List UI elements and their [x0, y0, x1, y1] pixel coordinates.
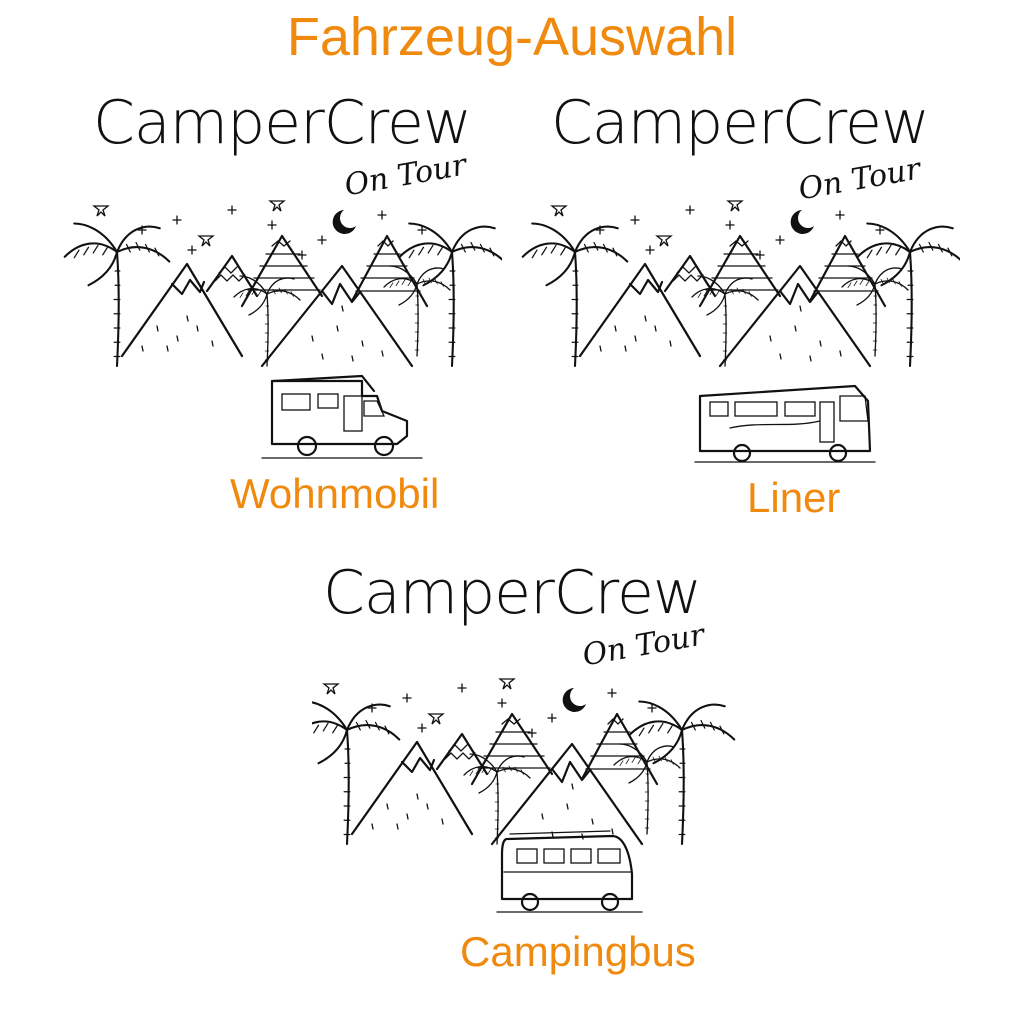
landscape-illustration — [312, 674, 752, 913]
brand-logo-text: CamperCrew — [322, 558, 702, 628]
vehicle-label[interactable]: Campingbus — [460, 928, 696, 975]
campervan-icon — [496, 830, 643, 913]
page-title: Fahrzeug-Auswahl — [286, 7, 738, 67]
vehicle-option-campingbus[interactable]: CamperCrew On Tour Campingbus — [302, 556, 742, 1006]
motorhome-icon — [261, 374, 423, 459]
vehicle-label[interactable]: Wohnmobil — [230, 470, 440, 517]
vehicle-label[interactable]: Liner — [747, 474, 841, 521]
vehicle-option-liner[interactable]: CamperCrew On Tour Liner — [520, 86, 960, 536]
brand-logo-text: CamperCrew — [92, 88, 472, 158]
landscape-illustration — [520, 196, 960, 463]
landscape-illustration — [62, 196, 502, 459]
liner-icon — [694, 384, 876, 463]
brand-logo-text: CamperCrew — [550, 88, 930, 158]
vehicle-option-wohnmobil[interactable]: CamperCrew On Tour Wohnmobil — [62, 86, 502, 536]
